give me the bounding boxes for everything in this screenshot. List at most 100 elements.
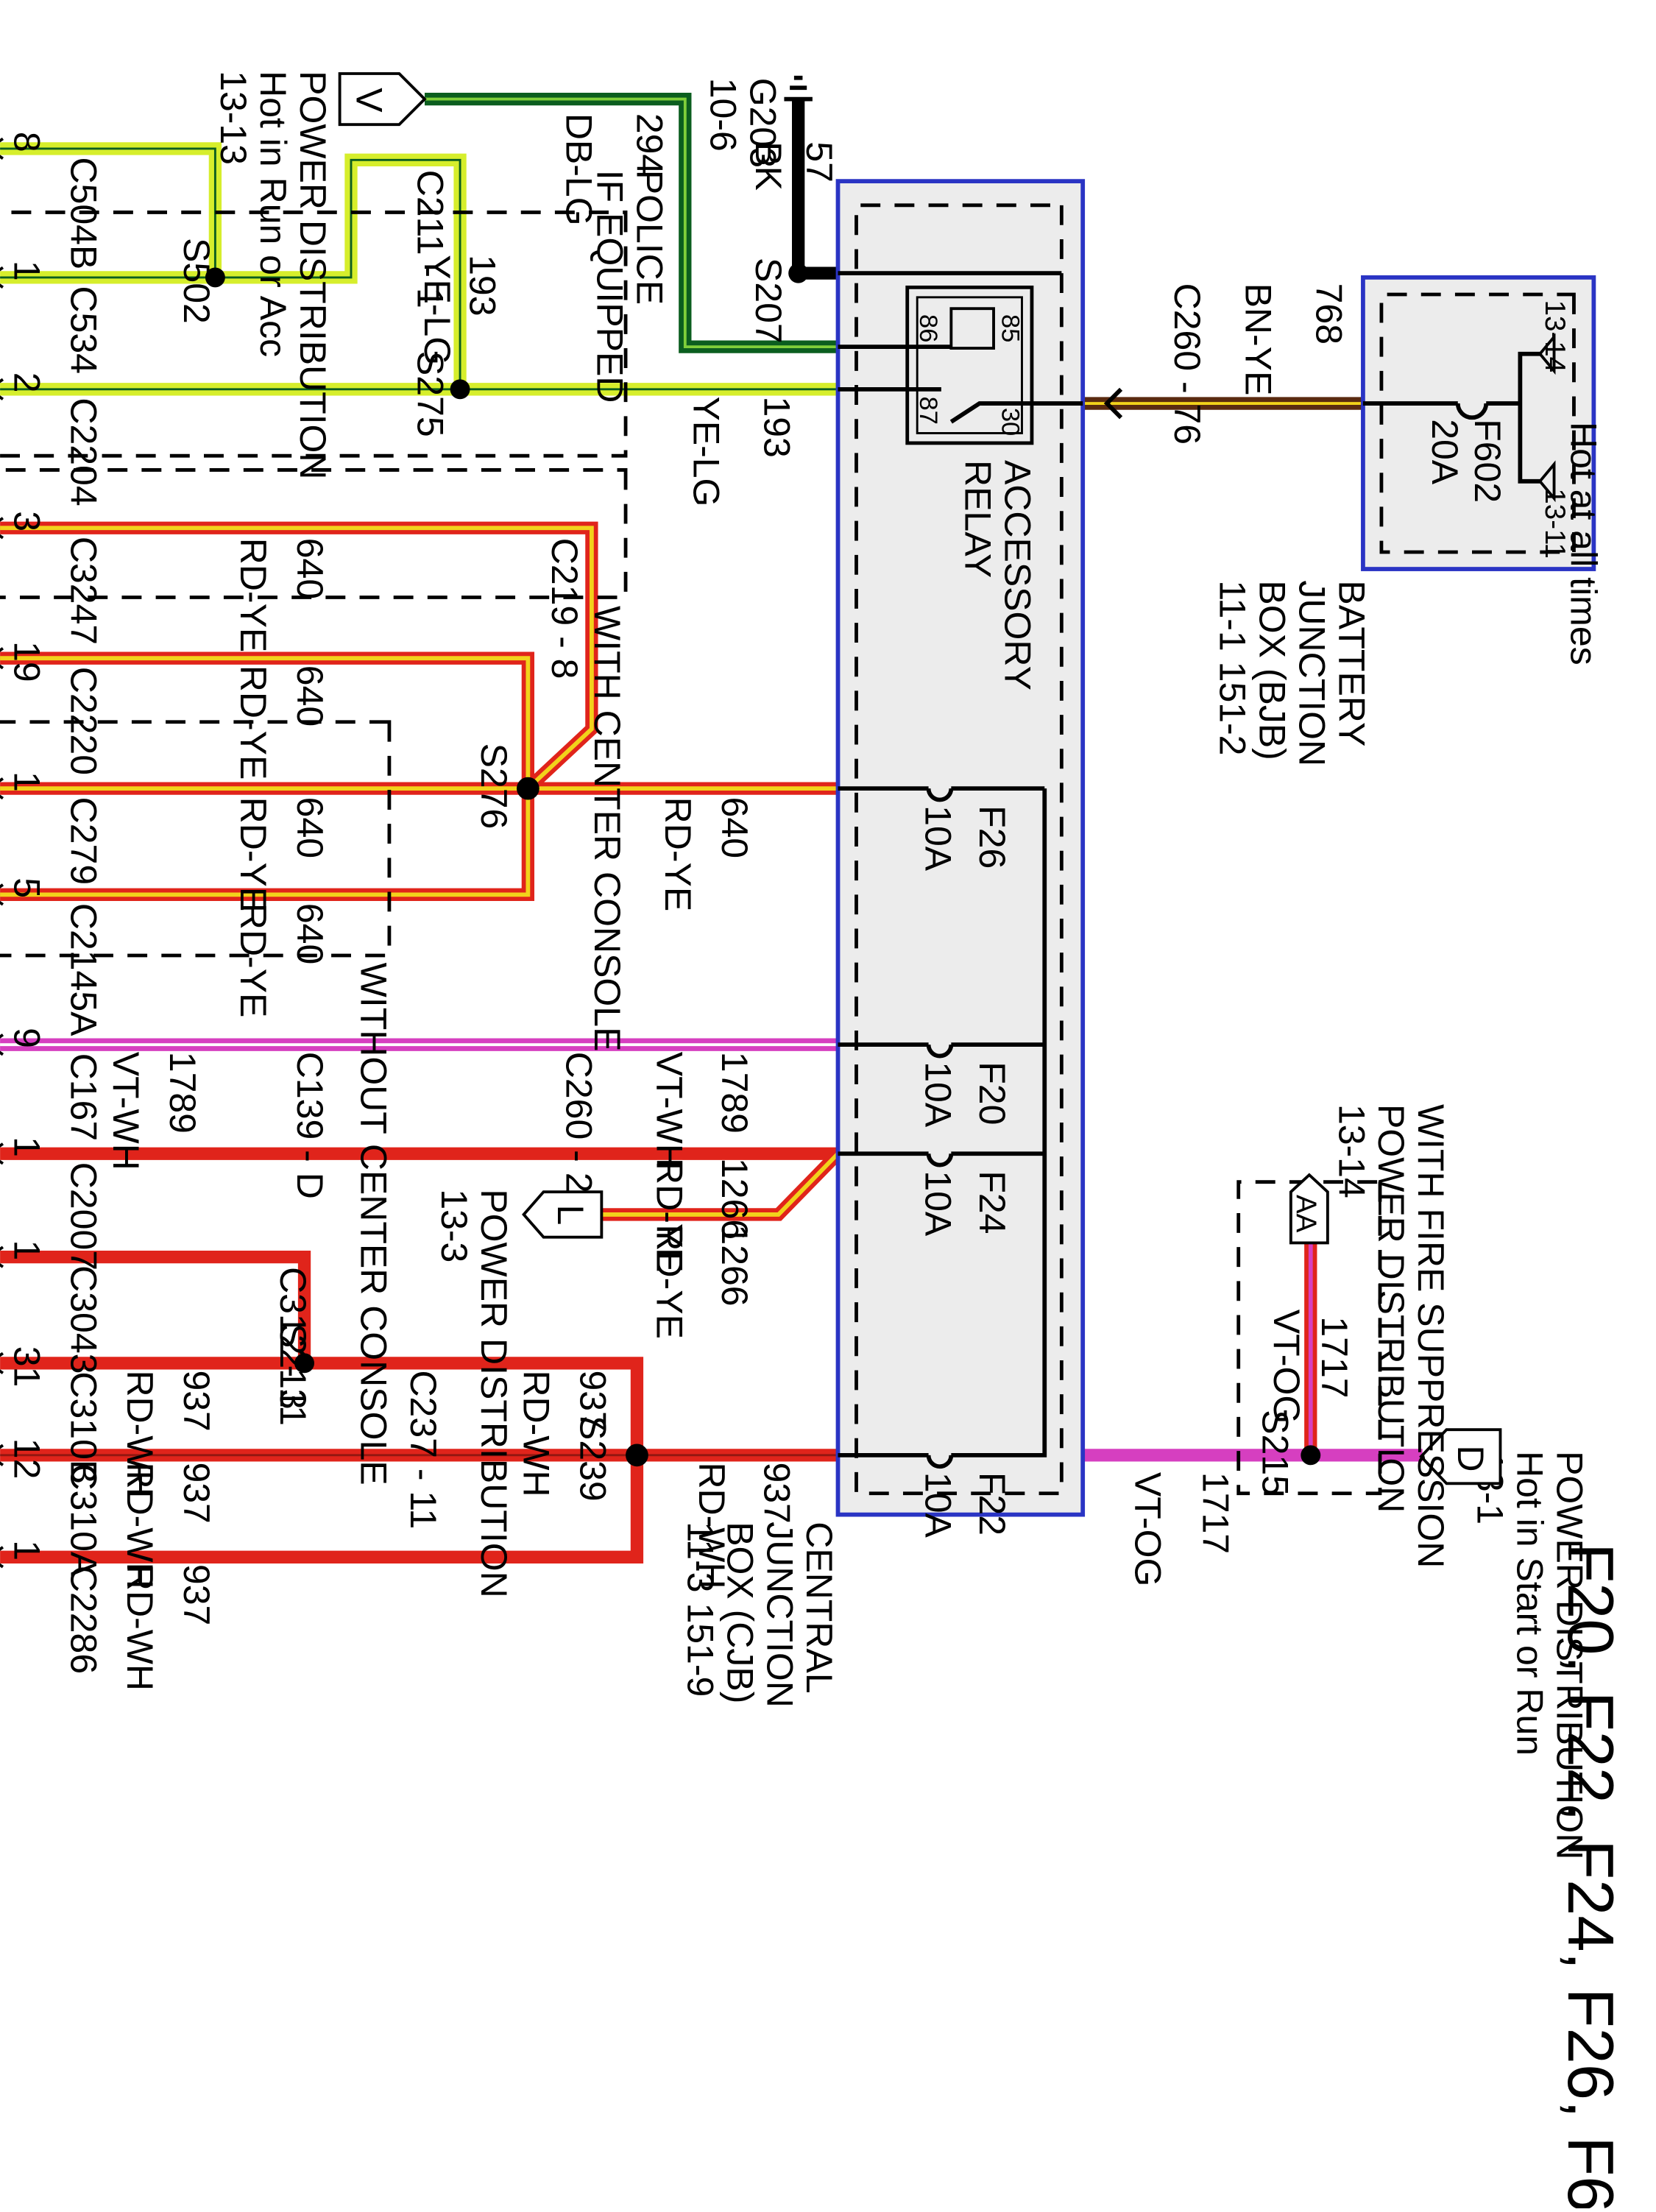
bjb-line1: BATTERY — [1331, 580, 1372, 746]
ground-splice: S207 — [748, 258, 789, 344]
component-ocsm[interactable]: 1C3043V IGNOCCUPANTCLASSIFICATIONSENSOR … — [0, 1215, 104, 1779]
component-pad[interactable]: 1C2286PASSENGER AIR BAGDEACTIVATION(PAD)… — [0, 1512, 104, 1992]
w1266-l-circuit: 1266 — [714, 1224, 755, 1306]
fuse-f26-rating: 10A — [918, 805, 959, 872]
w768-connector: C260 - 76 — [1167, 283, 1208, 445]
cjb-fuse-icons — [926, 788, 954, 1469]
ground-ref-1: G203 — [742, 78, 783, 168]
connector-id: C504B — [63, 157, 104, 269]
w193-circuit-top: 193 — [757, 396, 798, 457]
w1266-color: RD-YE — [648, 1158, 690, 1273]
component-lcm[interactable]: 5C2145ARUN/STLIGHTINGCONTROLMODULE (LCM)… — [0, 852, 104, 1218]
w937-b-color: RD-WH — [119, 1370, 160, 1497]
police-dest-1: POWER DISTRIBUTION — [292, 71, 333, 479]
cjb-line2: JUNCTION — [759, 1522, 800, 1708]
w1789-c139: C139 - D — [289, 1052, 330, 1199]
splice-s276 — [516, 777, 539, 800]
fuse-f602-icon — [1455, 403, 1489, 420]
connector-v[interactable]: V — [338, 72, 427, 127]
w640-tcs-circuit: 640 — [289, 797, 330, 858]
component-rcm[interactable]: 12C310A31C310BRUN_STARTVID #1RESTRAINTSC… — [0, 1328, 104, 1776]
w294-color: DB-LG — [558, 113, 599, 226]
w640-ic-circuit: 640 — [289, 665, 330, 727]
relay-pin-85: 85 — [997, 314, 1025, 343]
power-top-labels: POWER DISTRIBUTION Hot in Start or Run 1… — [1470, 1451, 1590, 1859]
w193-branch-color: YE-LG — [417, 255, 458, 365]
power-top-line1: POWER DISTRIBUTION — [1549, 1451, 1590, 1859]
bjb-ref-left: 13-14 — [1539, 300, 1571, 372]
with-console-region — [0, 468, 628, 599]
connector-id: C2204 — [63, 397, 104, 506]
svg-text:L: L — [550, 1204, 591, 1225]
fuse-f20-rating: 10A — [918, 1061, 959, 1128]
pin-number: 3 — [6, 511, 47, 531]
fs-color: VT-OG — [1266, 1310, 1307, 1424]
component-dtr[interactable]: 9C167DIGITALTRANSMISSIONRANGE (DTR)SENSO… — [0, 1000, 104, 1379]
connector-id: C167 — [63, 1053, 104, 1142]
w640-c219: C219 - 8 — [544, 538, 585, 679]
component-tcs[interactable]: 1C279TRANSMISSIONCONTROLSWITCH29-1 — [0, 743, 104, 1123]
svg-text:D: D — [1450, 1445, 1491, 1471]
pin-number: 1 — [6, 1240, 47, 1261]
fs-splice: S215 — [1254, 1410, 1295, 1496]
relay-coil-icon — [949, 307, 995, 350]
wire-937-pad — [0, 1455, 644, 1563]
police-dest-3: 13-13 — [213, 71, 254, 165]
pin-number: 2 — [6, 372, 47, 393]
connector-id: C2145A — [63, 903, 104, 1036]
w193-branch-circuit: 193 — [462, 255, 503, 316]
relay-pin-86: 86 — [914, 314, 942, 343]
connector-d[interactable]: D — [1419, 1428, 1502, 1485]
fuse-f22-rating: 10A — [918, 1472, 959, 1538]
power-top-line2: Hot in Start or Run — [1510, 1451, 1551, 1756]
splice-s275 — [450, 379, 470, 400]
bjb-bus-icon — [1538, 333, 1556, 503]
w937-c312: C312 - 11 — [272, 1267, 314, 1426]
component-ic[interactable]: 19C2220RUN/STINSTRUMENTCLUSTER (IC)60-1 — [0, 613, 104, 955]
component-fs[interactable]: 3C3247FLOORSHIFTER29-1 — [0, 484, 104, 741]
wire-57 — [792, 99, 838, 280]
w937-color: RD-WH — [691, 1462, 732, 1589]
connector-c260-76-icon — [1103, 387, 1123, 420]
component-mwas[interactable]: 8C504BMASTER WINDOWADJUSTSWITCH100-1 — [0, 103, 104, 527]
w640-fs-color: RD-YE — [233, 538, 274, 653]
with-console-label: WITH CENTER CONSOLE — [587, 606, 628, 1051]
w1789-color-2: VT-WH — [105, 1052, 146, 1170]
splice-s239 — [626, 1444, 648, 1467]
pin-number: 19 — [6, 641, 47, 682]
component-lclr2[interactable]: 2C2204LUGGAGE COMPARTMENTLID RELEASESWIT… — [0, 341, 104, 917]
fs-line2: POWER DISTRIBUTION — [1370, 1104, 1412, 1513]
w193-color-top: YE-LG — [685, 396, 726, 506]
relay-pin-87: 87 — [914, 396, 942, 425]
pin-number: 1 — [6, 261, 47, 281]
relay-label-2: RELAY — [958, 460, 999, 578]
splice-s215 — [1301, 1445, 1321, 1466]
svg-text:V: V — [349, 88, 390, 113]
pin-number: 1 — [6, 1137, 47, 1157]
connector-id: C2286 — [63, 1566, 104, 1674]
without-console-label: WITHOUT CENTER CONSOLE — [353, 963, 394, 1485]
connector-l[interactable]: L — [522, 1190, 604, 1239]
connector-aa[interactable]: AA — [1289, 1173, 1329, 1245]
component-pats[interactable]: 1C2007PASSIVEANTI-THEFTTRANSCEIVER112-1 — [0, 1107, 104, 1474]
wire-937-s213 — [0, 1357, 644, 1455]
connector-id: C2220 — [63, 667, 104, 775]
bjb-fuse: F602 — [1467, 419, 1508, 503]
bjb-hot-label: Hot at all times — [1563, 422, 1604, 665]
bjb-line2: JUNCTION — [1291, 580, 1332, 766]
fuse-f26: F26 — [972, 805, 1013, 869]
splice-s502 — [205, 267, 225, 288]
w768-color: BN-YE — [1237, 283, 1278, 396]
pin-number: 5 — [6, 877, 47, 898]
component-lclr1[interactable]: 1C534LUGGAGE COMPARTMENTLID RELEASESWITC… — [0, 230, 104, 809]
w937-pad-color: RD-WH — [119, 1564, 160, 1691]
w937-pad-circuit: 937 — [176, 1564, 217, 1625]
relay-label-1: ACCESSORY — [997, 460, 1038, 690]
cjb-box — [835, 179, 1086, 1517]
w937-a-color: RD-WH — [119, 1462, 160, 1589]
connector-id: C3043 — [63, 1265, 104, 1374]
w294-circuit: 294 — [629, 113, 670, 174]
w1717-color: VT-OG — [1127, 1472, 1168, 1587]
w937-l-color: RD-WH — [516, 1370, 557, 1497]
